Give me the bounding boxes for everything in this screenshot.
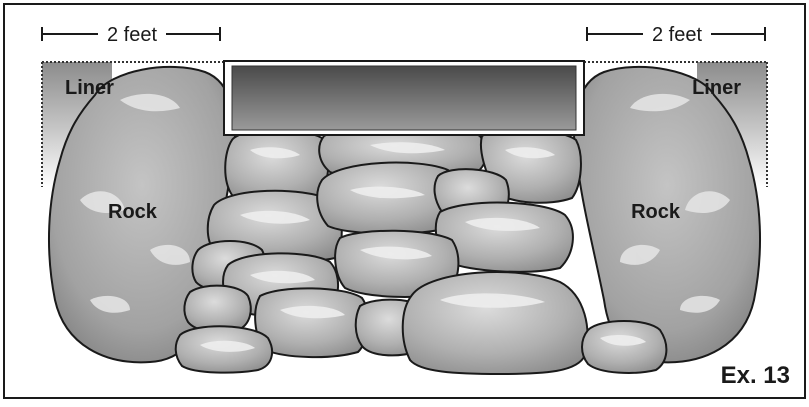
rock-highlights	[80, 93, 730, 313]
small-rock-right	[581, 320, 668, 374]
dimension-right-label: 2 feet	[652, 24, 702, 46]
dimension-left-label: 2 feet	[107, 24, 157, 46]
rock-right-label: Rock	[631, 201, 681, 223]
middle-rocks	[174, 126, 582, 374]
dimension-left: 2 feet	[41, 24, 221, 46]
liner-right-label: Liner	[692, 77, 741, 99]
dimension-right: 2 feet	[586, 24, 766, 46]
front-rock	[401, 271, 589, 376]
middle-rock-highlights	[200, 142, 646, 352]
pool-slab	[223, 60, 585, 136]
liner-left-label: Liner	[65, 77, 114, 99]
example-number-label: Ex. 13	[721, 362, 790, 389]
rock-left-label: Rock	[108, 201, 158, 223]
